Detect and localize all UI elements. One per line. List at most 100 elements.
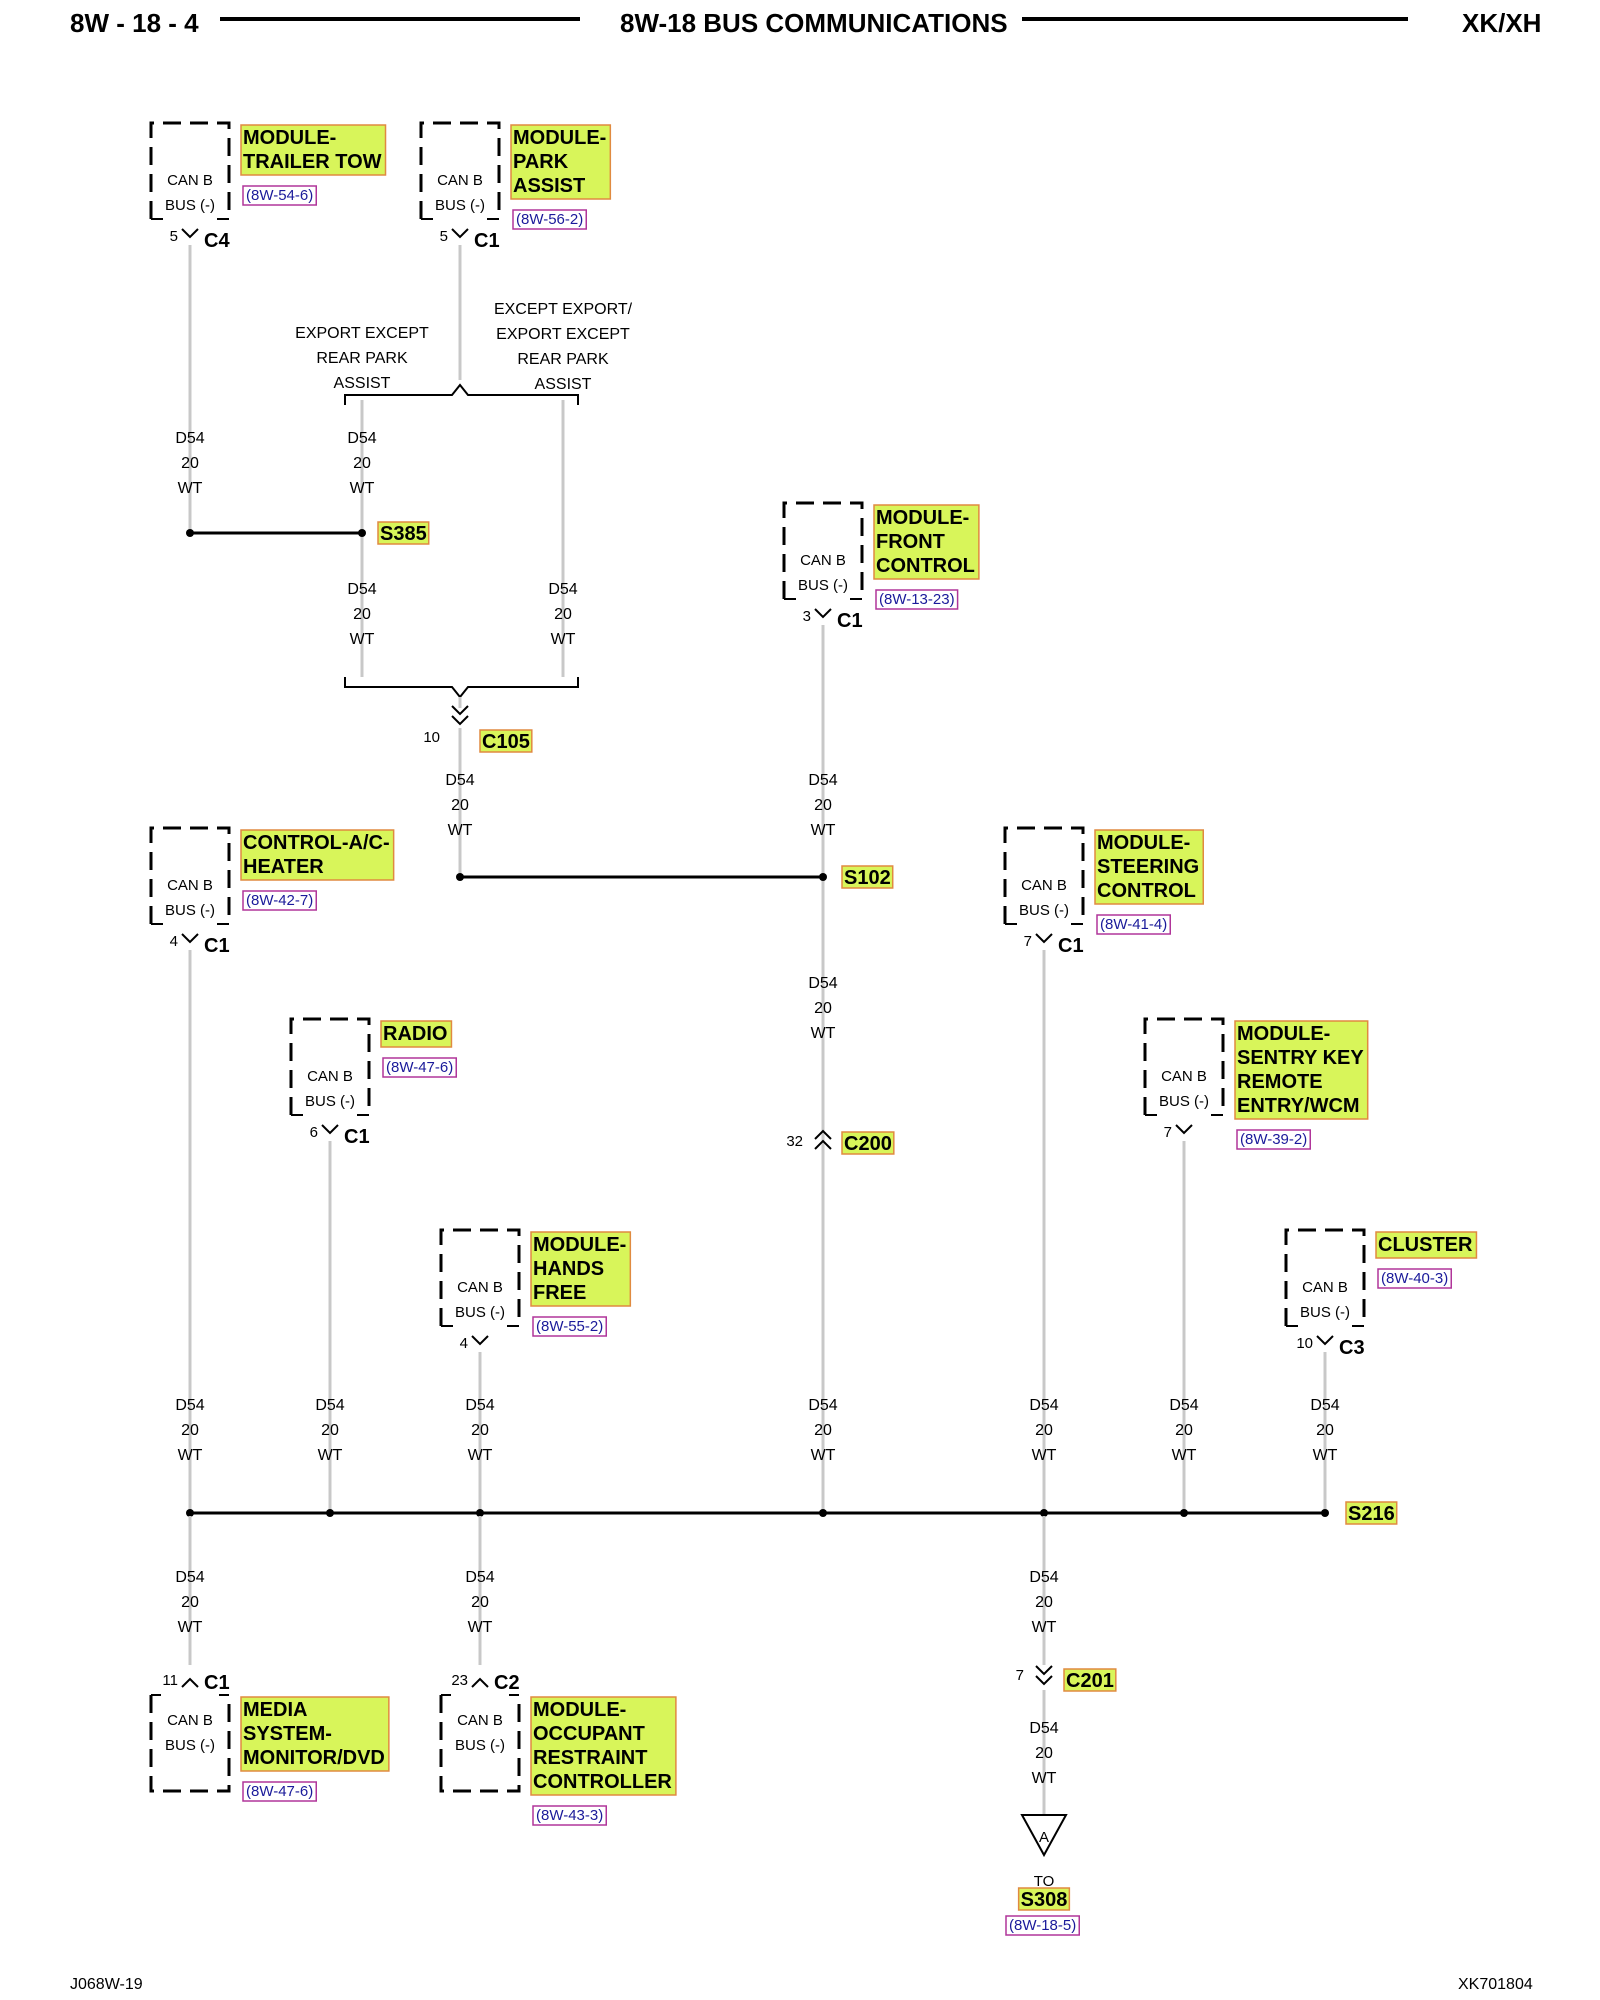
steering-control-module-name-line: STEERING	[1097, 856, 1199, 878]
occupant-restraint-module-name-line: MODULE-	[533, 1699, 626, 1721]
option-left-lower-wire-label-color: WT	[350, 631, 375, 648]
splice-s216-node	[819, 1509, 827, 1517]
ac-heater-module-ref-link[interactable]: (8W-42-7)	[246, 892, 313, 909]
cluster-module-terminal	[1316, 1335, 1334, 1346]
trailer-tow-module-ref-link[interactable]: (8W-54-6)	[246, 187, 313, 204]
c105-label[interactable]: C105	[482, 731, 530, 753]
splice-s385-label-highlight	[377, 521, 430, 545]
park-assist-module-pin: 5	[440, 228, 448, 245]
steering-control-module-name-line: CONTROL	[1097, 880, 1196, 902]
splice-s216-node	[326, 1509, 334, 1517]
c201-upper-wire-label-gauge: 20	[1035, 1594, 1053, 1611]
option-left-wire-label-color: WT	[350, 480, 375, 497]
offpage-ref-link[interactable]: (8W-18-5)	[1009, 1917, 1076, 1934]
c201-terminal	[1035, 1665, 1053, 1676]
steering-control-module-pin-label: BUS (-)	[1019, 902, 1069, 919]
page-title: 8W-18 BUS COMMUNICATIONS	[620, 8, 1008, 38]
bus-drop-wire-label-gauge: 20	[321, 1422, 339, 1439]
offpage-letter: A	[1039, 1829, 1049, 1846]
option-right-wire-label-gauge: 20	[554, 606, 572, 623]
ac-heater-module-pin-label: CAN B	[167, 877, 213, 894]
radio-module-name-line: RADIO	[383, 1023, 447, 1045]
park-assist-module-terminal	[451, 228, 469, 239]
steering-control-module-terminal	[1035, 933, 1053, 944]
front-control-module-name-line: MODULE-	[876, 507, 969, 529]
hands-free-module-ref-link[interactable]: (8W-55-2)	[536, 1318, 603, 1335]
c201-label-highlight	[1063, 1668, 1117, 1692]
c200-upper-wire-label-gauge: 20	[814, 1000, 832, 1017]
occupant-restraint-module-name-highlight	[530, 1696, 677, 1796]
hands-free-module-terminal	[471, 1335, 489, 1346]
splice-s102-node	[456, 873, 464, 881]
steering-control-module-ref-link[interactable]: (8W-41-4)	[1100, 916, 1167, 933]
c201-label[interactable]: C201	[1066, 1670, 1114, 1692]
trailer-tow-wire-label-gauge: 20	[181, 455, 199, 472]
media-wire-label-color: WT	[178, 1619, 203, 1636]
trailer-tow-module-name-line: MODULE-	[243, 127, 336, 149]
media-system-module-pin-label: CAN B	[167, 1712, 213, 1729]
steering-control-module-connector: C1	[1058, 935, 1084, 957]
radio-module-terminal	[321, 1124, 339, 1135]
splice-s102-label[interactable]: S102	[844, 867, 891, 889]
sentry-key-module-ref-link-box	[1236, 1129, 1311, 1150]
ac-heater-module-box	[149, 826, 231, 924]
option-left-label: ASSIST	[334, 375, 391, 392]
c201-lower-wire-label-gauge: 20	[1035, 1745, 1053, 1762]
front-control-module-ref-link[interactable]: (8W-13-23)	[879, 591, 955, 608]
option-right-wire-label-circuit: D54	[548, 581, 577, 598]
park-assist-module-pin-label: BUS (-)	[435, 197, 485, 214]
trailer-tow-module-pin: 5	[170, 228, 178, 245]
splice-s216-node	[1321, 1509, 1329, 1517]
steering-control-module-pin: 7	[1024, 933, 1032, 950]
hands-free-module-box	[439, 1228, 521, 1326]
radio-module-ref-link-box	[382, 1057, 457, 1078]
offpage-destination[interactable]: S308	[1021, 1889, 1068, 1911]
bus-drop-wire-label-color: WT	[178, 1447, 203, 1464]
option-right-label: ASSIST	[535, 376, 592, 393]
trailer-tow-module-pin-label: BUS (-)	[165, 197, 215, 214]
c105-wire-label-circuit: D54	[445, 772, 474, 789]
c201-upper-wire-label-color: WT	[1032, 1619, 1057, 1636]
media-system-module-ref-link[interactable]: (8W-47-6)	[246, 1783, 313, 1800]
cluster-module-ref-link[interactable]: (8W-40-3)	[1381, 1270, 1448, 1287]
option-split-brace	[344, 383, 579, 405]
option-left-lower-wire-label-gauge: 20	[353, 606, 371, 623]
sentry-key-module-pin-label: CAN B	[1161, 1068, 1207, 1085]
media-system-module-box	[149, 1695, 231, 1793]
media-system-module-name-line: MEDIA	[243, 1699, 307, 1721]
front-control-wire-label-circuit: D54	[808, 772, 837, 789]
bus-drop-wire-label-circuit: D54	[315, 1397, 344, 1414]
radio-module-ref-link[interactable]: (8W-47-6)	[386, 1059, 453, 1076]
occupant-restraint-module-ref-link[interactable]: (8W-43-3)	[536, 1807, 603, 1824]
option-left-label: REAR PARK	[316, 350, 408, 367]
option-left-lower-wire-label-circuit: D54	[347, 581, 376, 598]
option-left-wire-label-circuit: D54	[347, 430, 376, 447]
header-rule-right	[1022, 17, 1408, 21]
bus-drop-wire-label-color: WT	[468, 1447, 493, 1464]
front-control-module-pin-label: CAN B	[800, 552, 846, 569]
c200-label[interactable]: C200	[844, 1133, 892, 1155]
occupant-wire-label-gauge: 20	[471, 1594, 489, 1611]
park-assist-module-ref-link[interactable]: (8W-56-2)	[516, 211, 583, 228]
cluster-module-ref-link-box	[1377, 1268, 1452, 1289]
occupant-restraint-module-ref-link-box	[532, 1805, 607, 1826]
option-merge-brace	[344, 677, 579, 699]
cluster-module-box	[1284, 1228, 1366, 1326]
occupant-wire-label-circuit: D54	[465, 1569, 494, 1586]
park-assist-module-name-line: ASSIST	[513, 175, 585, 197]
sentry-key-module-ref-link[interactable]: (8W-39-2)	[1240, 1131, 1307, 1148]
page-section-code: 8W - 18 - 4	[70, 8, 199, 38]
splice-s102-node	[819, 873, 827, 881]
c105-label-highlight	[479, 729, 533, 753]
sentry-key-module-name-line: ENTRY/WCM	[1237, 1095, 1360, 1117]
splice-s385-label[interactable]: S385	[380, 523, 427, 545]
sentry-key-module-terminal	[1175, 1124, 1193, 1135]
park-assist-module-connector: C1	[474, 230, 500, 252]
ac-heater-module-connector: C1	[204, 935, 230, 957]
ac-heater-module-ref-link-box	[242, 890, 317, 911]
sentry-key-module-pin: 7	[1164, 1124, 1172, 1141]
trailer-tow-module-box	[149, 121, 231, 219]
ac-heater-module-name-line: CONTROL-A/C-	[243, 832, 390, 854]
splice-s216-label[interactable]: S216	[1348, 1503, 1395, 1525]
